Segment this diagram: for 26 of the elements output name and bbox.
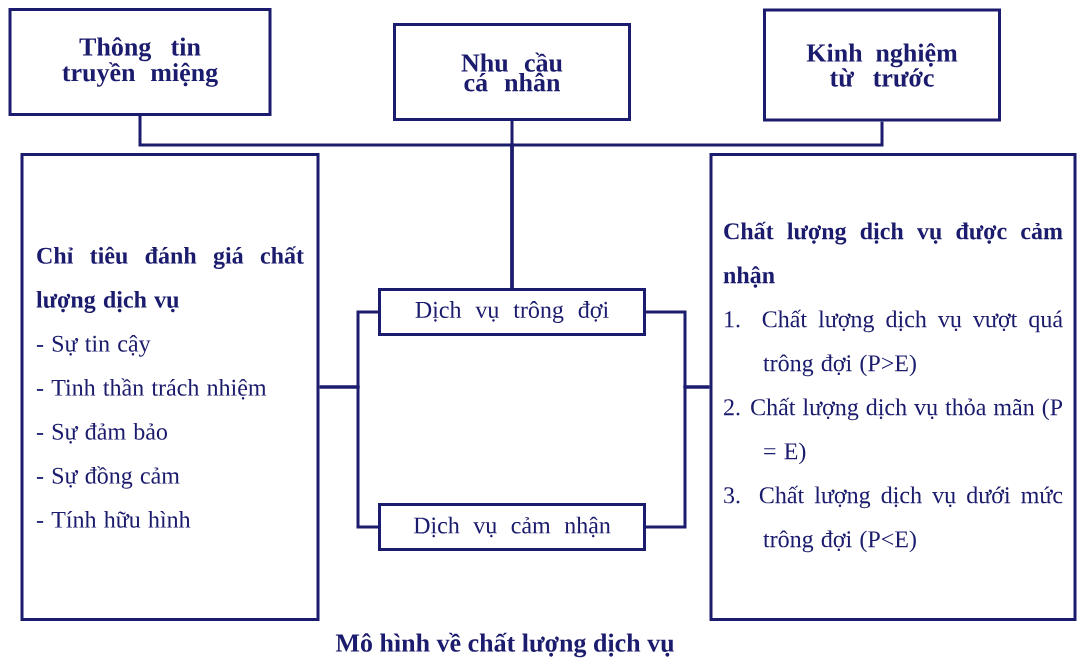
list-item: 2. Chất lượng dịch vụ thỏa mãn (P = E): [724, 397, 1063, 465]
list-item: - Tính hữu hình: [36, 510, 191, 528]
box-text: Thông tin truyền miệng: [62, 37, 218, 87]
list-item: - Sự tin cậy: [36, 334, 151, 357]
text-box: [378, 288, 646, 336]
text-box: [8, 8, 272, 116]
box-text: Nhu cầu cá nhân: [461, 52, 563, 92]
heading-text: Chỉ tiêu đánh giá chất lượng dịch vụ: [36, 246, 304, 313]
connector-line: [319, 385, 378, 529]
list-item: 1. Chất lượng dịch vụ vượt quá trông đợi (P>E): [725, 309, 1063, 377]
text-box: [378, 503, 646, 551]
list-item: - Sự đảm bảo: [36, 422, 167, 444]
connector-line: [510, 121, 884, 288]
box-text: Dịch vụ trông đợi: [415, 301, 609, 323]
caption-text: Mô hình về chất lượng dịch vụ: [335, 632, 674, 658]
box-text: Dịch vụ cảm nhận: [413, 516, 611, 538]
box-text: Kinh nghiệm từ trước: [806, 43, 958, 87]
text-box: [709, 153, 1077, 621]
list-item: - Tinh thần trách nhiệm: [36, 378, 267, 400]
text-box: [20, 153, 320, 621]
list-item: - Sự đồng cảm: [36, 466, 180, 489]
text-box: [393, 23, 631, 121]
heading-text: Chất lượng dịch vụ được cảm nhận: [723, 221, 1063, 288]
text-box: [763, 8, 1001, 122]
list-item: 3. Chất lượng dịch vụ dưới mức trông đợi (P<E): [724, 485, 1063, 553]
connector-line: [646, 385, 710, 529]
